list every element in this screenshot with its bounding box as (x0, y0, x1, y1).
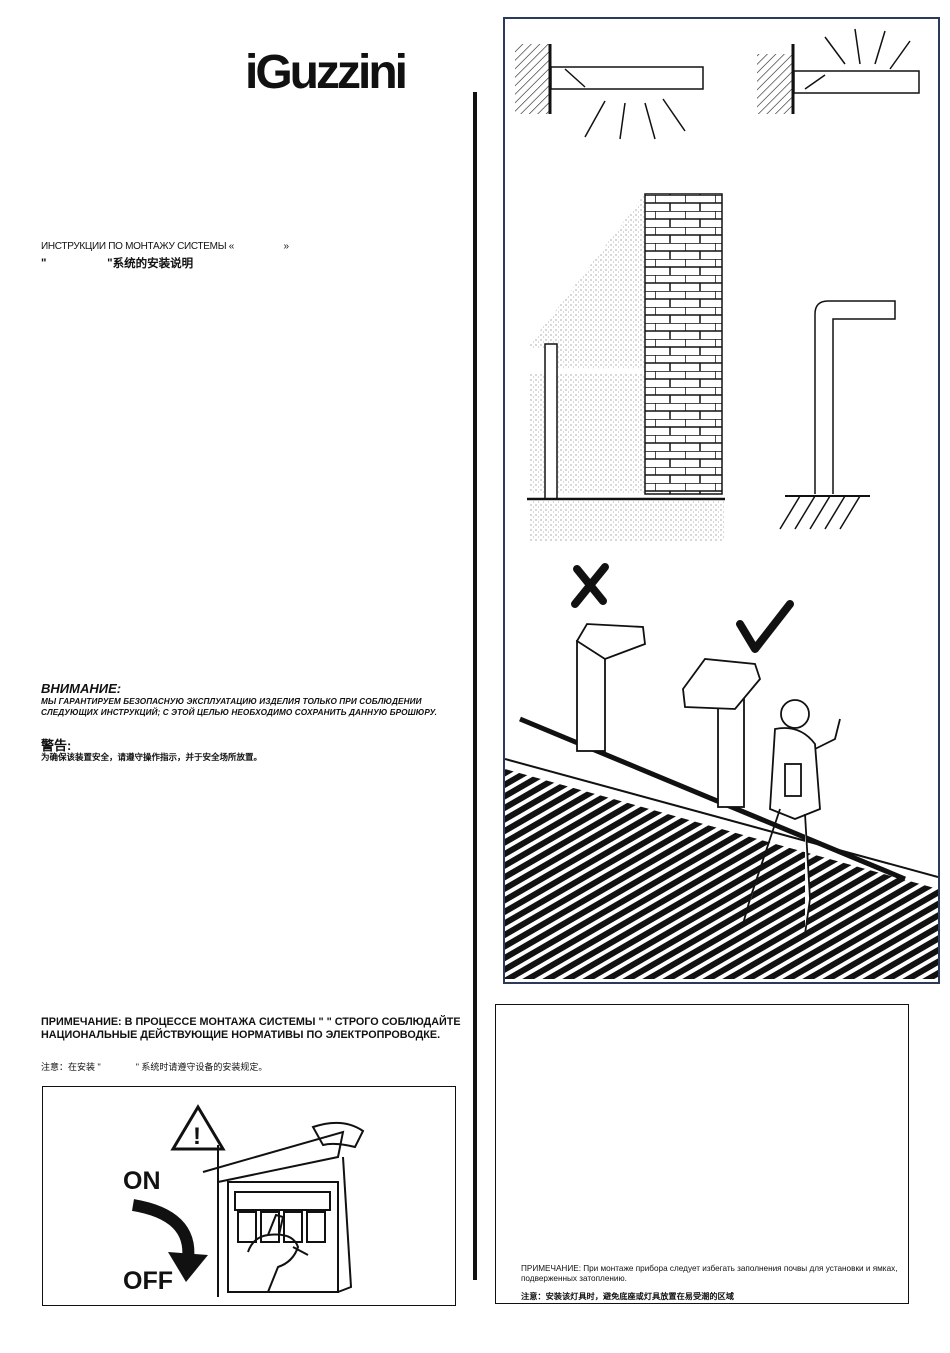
walking-person-illustration (742, 699, 841, 935)
iguzzini-logo: iGuzzini (243, 40, 463, 96)
incorrect-x-icon (571, 563, 609, 608)
warning-heading-russian: ВНИМАНИЕ: (41, 681, 122, 696)
warning-heading-chinese: 警告: (41, 738, 72, 753)
column-divider (473, 92, 477, 1280)
off-label: OFF (123, 1267, 173, 1295)
installation-illustrations-panel (503, 17, 940, 984)
logo-text: iGuzzini (245, 46, 405, 96)
on-label: ON (123, 1167, 161, 1195)
warning-text-chinese: 为确保该装置安全，请遵守操作指示，并于安全场所放置。 (41, 752, 263, 762)
placement-note-box (495, 1004, 909, 1304)
wall-lamp-up-illustration (757, 28, 920, 114)
title-chinese: " "系统的安装说明 (41, 258, 194, 270)
bollard-l-shape-illustration (779, 300, 896, 530)
installation-note-chinese: 注意：在安装 " " 系统时请遵守设备的安装规定。 (41, 1062, 268, 1072)
placement-note-russian: ПРИМЕЧАНИЕ: При монтаже прибора следует … (521, 1264, 898, 1283)
power-switch-figure: ! ON OFF (42, 1086, 456, 1306)
off-arrow-icon (131, 1199, 208, 1282)
warning-text-russian: МЫ ГАРАНТИРУЕМ БЕЗОПАСНУЮ ЭКСПЛУАТАЦИЮ И… (41, 697, 438, 717)
bollard-wall-mounting-illustration (527, 193, 725, 541)
svg-text:!: ! (193, 1123, 201, 1150)
title-russian: ИНСТРУКЦИИ ПО МОНТАЖУ СИСТЕМЫ « » (41, 241, 289, 252)
wall-lamp-down-illustration (515, 44, 704, 140)
correct-check-icon (736, 600, 794, 653)
breaker-panel-illustration (202, 1121, 365, 1297)
pathway-placement-illustration (505, 623, 938, 979)
installation-note-russian: ПРИМЕЧАНИЕ: В ПРОЦЕССЕ МОНТАЖА СИСТЕМЫ "… (41, 1016, 461, 1041)
placement-note-chinese: 注意：安装该灯具时，避免底座或灯具放置在易受潮的区域 (521, 1292, 734, 1301)
warning-triangle-icon: ! (170, 1104, 226, 1151)
